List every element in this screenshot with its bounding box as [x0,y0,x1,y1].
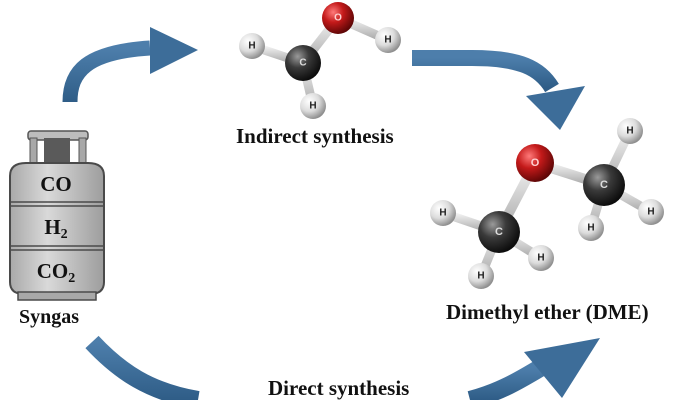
methanol-oxygen-atom: O [322,2,354,34]
atom-label: H [248,41,255,52]
cylinder-band-co: CO [8,172,104,200]
gas-subscript: 2 [60,227,68,242]
gas-formula: CO [36,259,69,283]
gas-formula: CO [40,172,72,196]
cylinder-body [9,162,105,295]
atom-label: C [495,226,503,238]
atom-label: H [439,208,446,219]
arrow-syngas-to-dme-direct [85,335,600,400]
gas-formula: H [44,215,61,239]
atom-label: H [587,223,594,234]
cylinder-base [17,291,97,301]
atom-label: H [384,35,391,46]
dme-hydrogen-atom: H [638,199,664,225]
methanol-molecule: O H C H H [239,2,401,119]
dme-hydrogen-atom: H [578,215,604,241]
direct-synthesis-label: Direct synthesis [268,376,410,400]
arrow-syngas-to-methanol [62,27,198,103]
atom-label: C [600,179,608,191]
dme-hydrogen-atom: H [430,200,456,226]
cylinder-valve [44,138,70,162]
arrow-methanol-to-dme [412,50,585,130]
dme-hydrogen-atom: H [468,263,494,289]
methanol-hydrogen-atom: H [239,33,265,59]
methanol-hydrogen-atom: H [300,93,326,119]
dme-carbon-atom: C [478,211,520,253]
atom-label: O [531,157,540,169]
atom-label: H [647,207,654,218]
syngas-cylinder [9,130,105,301]
atom-label: H [477,271,484,282]
methanol-hydrogen-atom: H [375,27,401,53]
atom-label: C [299,58,306,69]
indirect-synthesis-label: Indirect synthesis [236,124,394,148]
dme-molecule: O C C H H H H [430,118,664,289]
dme-carbon-atom: C [583,164,625,206]
cylinder-band-h2: H2 [8,215,104,243]
dme-label: Dimethyl ether (DME) [446,300,649,324]
syngas-label: Syngas [19,306,80,328]
atom-label: O [334,13,342,24]
cylinder-band-co2: CO2 [8,259,104,287]
dme-hydrogen-atom: H [617,118,643,144]
atom-label: H [537,253,544,264]
atom-label: H [309,101,316,112]
gas-subscript: 2 [68,271,76,286]
dme-oxygen-atom: O [516,144,554,182]
atom-label: H [626,126,633,137]
dme-hydrogen-atom: H [528,245,554,271]
methanol-carbon-atom: C [285,45,321,81]
